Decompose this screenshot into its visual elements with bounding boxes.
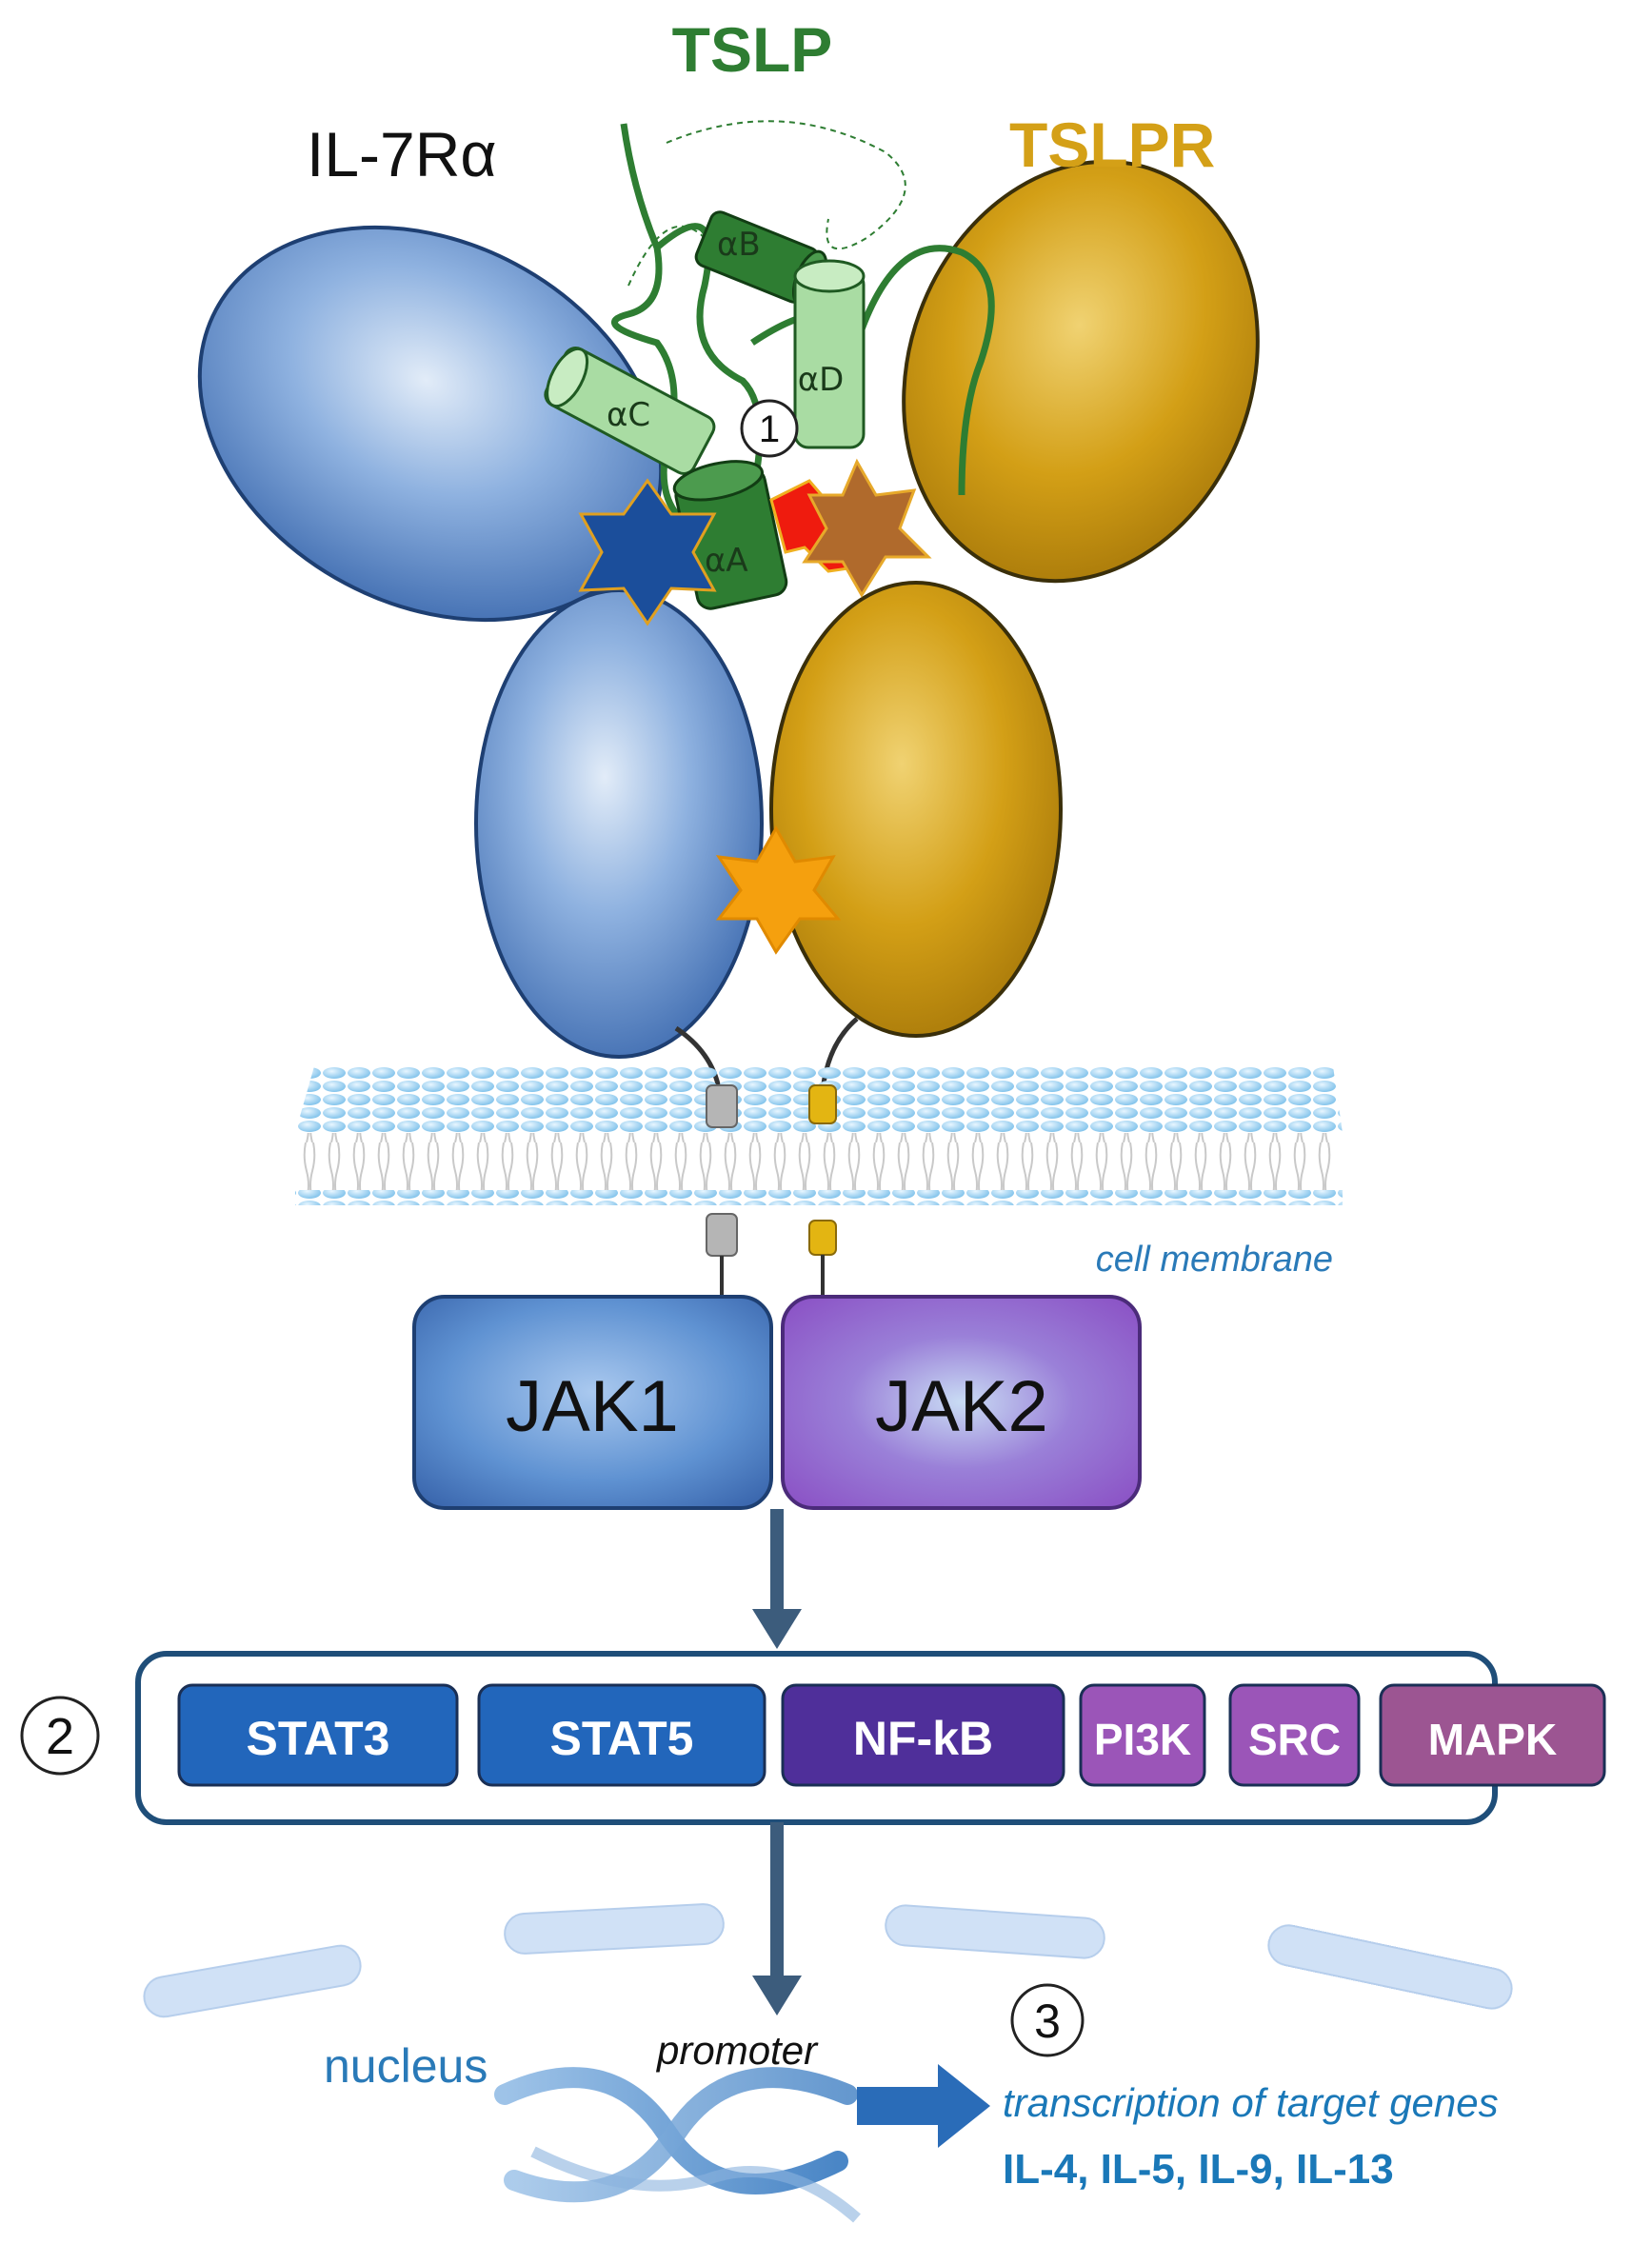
- transcription-label: transcription of target genes: [1003, 2080, 1499, 2125]
- transcription-arrow: [857, 2064, 990, 2148]
- nucleus-label: nucleus: [324, 2039, 488, 2093]
- signals-arrow-head: [752, 1976, 802, 2016]
- tslpr-lower-domain: [769, 581, 1063, 1038]
- signal-label-stat5: STAT5: [550, 1712, 694, 1765]
- cell-membrane-label: cell membrane: [1096, 1240, 1333, 1280]
- jak1-label: JAK1: [506, 1366, 679, 1447]
- tslpr-transmembrane: [808, 1084, 837, 1124]
- signal-label-mapk: MAPK: [1428, 1715, 1557, 1764]
- jak2-label: JAK2: [875, 1366, 1048, 1447]
- step-2-circle: [20, 1696, 100, 1776]
- signal-box-stat5: [477, 1683, 766, 1787]
- step-3-circle: [1010, 1983, 1085, 2057]
- cell-membrane: [295, 1066, 1343, 1205]
- tslpr-label: TSLPR: [1009, 109, 1215, 180]
- signal-box-pi3k: [1079, 1683, 1206, 1787]
- step-1-number: 1: [759, 408, 780, 450]
- il7ra-transmembrane: [706, 1084, 738, 1128]
- target-genes-label: IL-4, IL-5, IL-9, IL-13: [1003, 2146, 1394, 2193]
- il7ra-interface-star: [578, 478, 717, 626]
- jak2-box: [781, 1295, 1142, 1510]
- step-3-number: 3: [1034, 1995, 1061, 2048]
- promoter-label: promoter: [655, 2028, 819, 2073]
- signal-label-nfkb: NF-kB: [853, 1712, 993, 1765]
- helix-a-label: αA: [705, 542, 748, 580]
- helix-b-label: αB: [717, 226, 761, 264]
- tslpr-intracellular-segment: [808, 1220, 837, 1256]
- il7ra-intracellular-segment: [706, 1213, 738, 1257]
- il7ra-lower-domain: [474, 588, 764, 1059]
- signal-label-pi3k: PI3K: [1094, 1715, 1191, 1764]
- signal-box-stat3: [177, 1683, 459, 1787]
- tslpr-upper-domain: [902, 159, 1260, 584]
- helix-d-cylinder: [793, 259, 866, 449]
- signal-box-src: [1228, 1683, 1361, 1787]
- step-1-circle: [740, 399, 799, 458]
- signal-box-mapk: [1379, 1683, 1606, 1787]
- helix-d-label: αD: [798, 361, 845, 399]
- signal-molecules: STAT3 STAT5 NF-kB PI3K SRC MAPK: [177, 1683, 1606, 1787]
- receptor-contact-star: [715, 824, 842, 955]
- signal-box-nfkb: [781, 1683, 1065, 1787]
- helix-c-label: αC: [607, 396, 650, 434]
- jak1-box: [412, 1295, 773, 1510]
- signal-label-stat3: STAT3: [247, 1712, 390, 1765]
- tslp-label: TSLP: [672, 14, 833, 85]
- step-2-number: 2: [46, 1708, 74, 1765]
- tslpr-interface-star: [802, 458, 932, 598]
- jak-arrow-head: [752, 1609, 802, 1649]
- il7ra-label: IL-7Rα: [307, 119, 497, 189]
- helix-c-cylinder: [544, 346, 716, 475]
- nuclear-envelope: [143, 1903, 1513, 2018]
- signal-label-src: SRC: [1248, 1715, 1341, 1764]
- dna-helix: [494, 2067, 861, 2223]
